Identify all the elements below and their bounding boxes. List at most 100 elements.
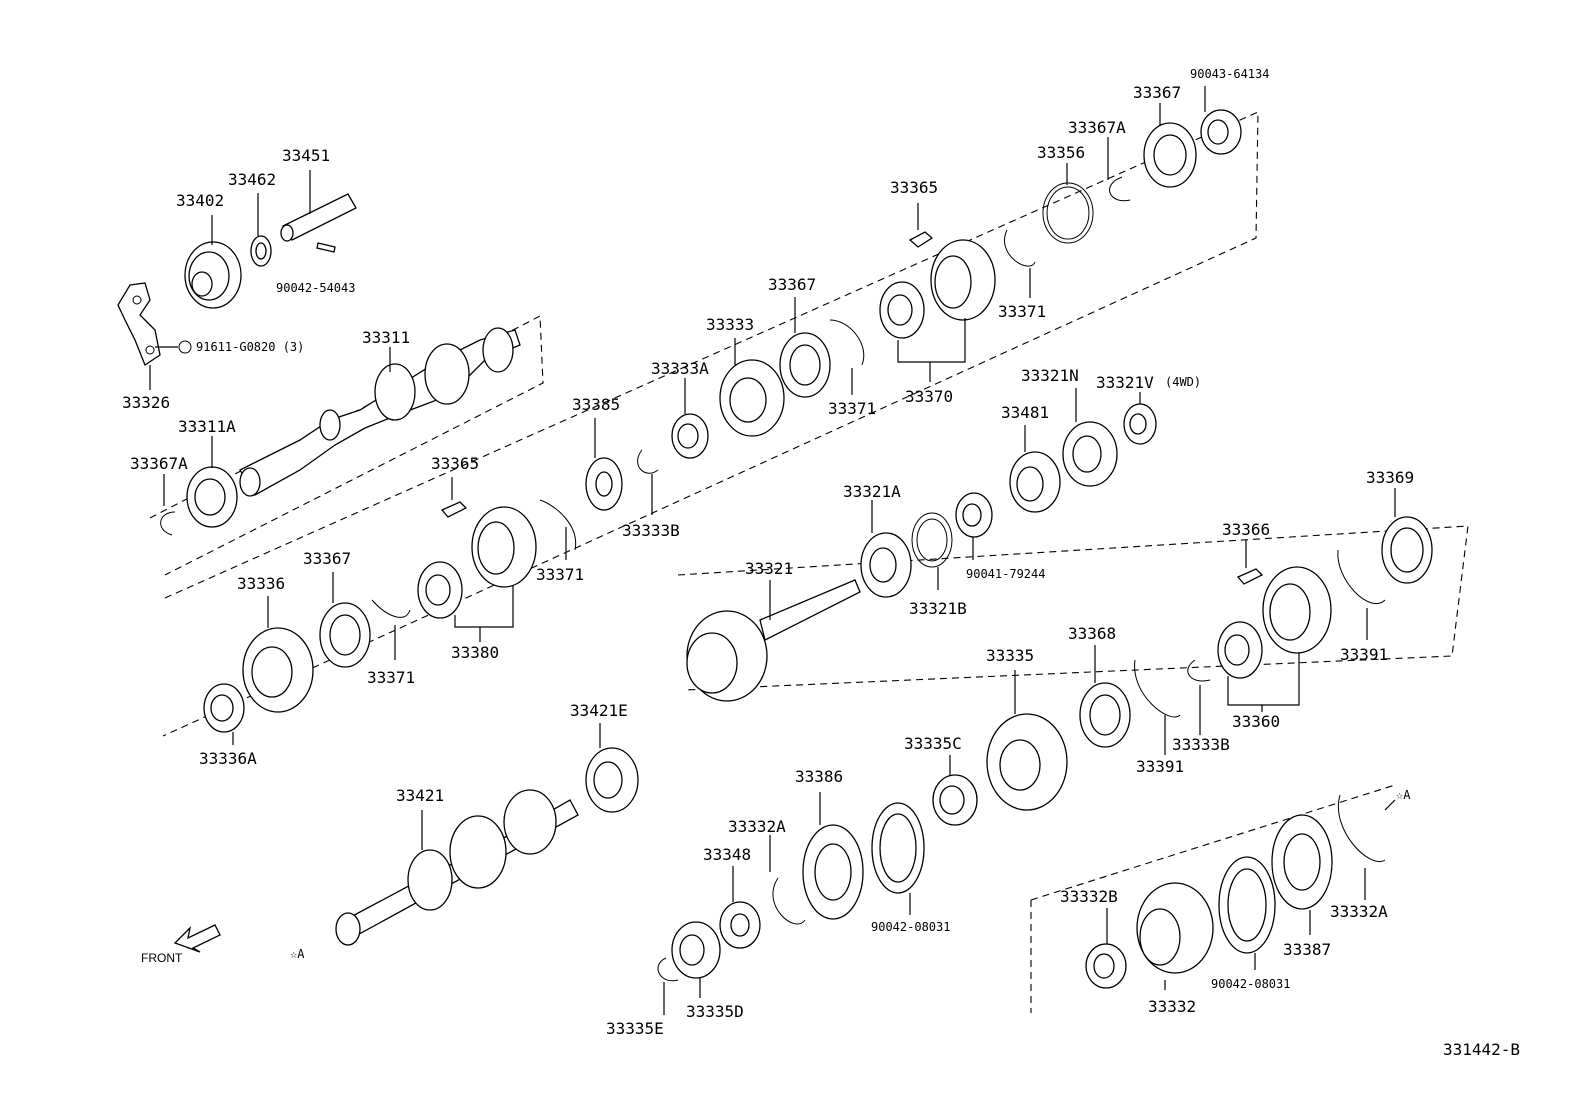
- label-33365-top: 33365: [890, 178, 938, 197]
- label-33333: 33333: [706, 315, 754, 334]
- label-33335: 33335: [986, 646, 1034, 665]
- label-33311A: 33311A: [178, 417, 236, 436]
- key-33365-top: [908, 231, 934, 248]
- label-33333B-mid: 33333B: [622, 521, 680, 540]
- snap-ring-33332A-mid: [772, 877, 806, 925]
- snap-ring-33332A-right: [1337, 794, 1386, 863]
- label-33367-mid: 33367: [768, 275, 816, 294]
- snap-ring-33391-right: [1337, 549, 1386, 605]
- snap-ring-33371-row2b: [371, 599, 411, 618]
- key-33366: [1236, 568, 1264, 585]
- synchro-ring-33367-top: [1143, 122, 1197, 188]
- label-33367-top: 33367: [1133, 83, 1181, 102]
- label-33335C: 33335C: [904, 734, 962, 753]
- snap-ring-33356: [1042, 182, 1094, 244]
- snap-ring-33371-mid: [829, 319, 865, 366]
- input-shaft-33311: [239, 327, 521, 497]
- label-90043-64134: 90043-64134: [1190, 67, 1269, 81]
- label-33380: 33380: [451, 643, 499, 662]
- label-33367A-left: 33367A: [130, 454, 188, 473]
- hub-sleeve-33360: [1217, 566, 1332, 679]
- label-33421: 33421: [396, 786, 444, 805]
- label-91611-g0820: 91611-G0820 (3): [196, 340, 304, 354]
- label-33369: 33369: [1366, 468, 1414, 487]
- shaft-33451: [280, 193, 357, 242]
- label-33451: 33451: [282, 146, 330, 165]
- label-33371-mid: 33371: [828, 399, 876, 418]
- group-outline-output-mid: [677, 525, 1469, 691]
- hub-sleeve-33380: [417, 506, 537, 619]
- label-star-a-left: ☆A: [290, 947, 305, 961]
- bearing-33421E: [585, 747, 639, 813]
- snap-ring-33367A-top: [1109, 176, 1131, 202]
- nut-90041-79244: [955, 492, 993, 538]
- label-33365-mid: 33365: [431, 454, 479, 473]
- label-33321V: 33321V: [1096, 373, 1154, 392]
- label-90042-54043: 90042-54043: [276, 281, 355, 295]
- gear-33333: [719, 359, 785, 437]
- needle-bearing-33321V: [1123, 403, 1157, 445]
- synchro-ring-33369: [1381, 516, 1433, 584]
- snap-ring-33333B-mid: [637, 449, 659, 474]
- thrust-washer-90042-08031-right: [1218, 856, 1276, 954]
- label-33321A: 33321A: [843, 482, 901, 501]
- needle-bearing-33332B: [1085, 943, 1127, 989]
- label-33386: 33386: [795, 767, 843, 786]
- label-33391-right: 33391: [1340, 645, 1388, 664]
- needle-bearing-33336A: [203, 683, 245, 733]
- label-33335E: 33335E: [606, 1019, 664, 1038]
- label-33371-row2: 33371: [536, 565, 584, 584]
- label-33321B: 33321B: [909, 599, 967, 618]
- bearing-90043-64134: [1200, 109, 1242, 155]
- label-33462: 33462: [228, 170, 276, 189]
- snap-ring-33321B: [911, 512, 953, 568]
- label-33402: 33402: [176, 191, 224, 210]
- gear-33402: [184, 241, 242, 309]
- collar-33348: [719, 901, 761, 949]
- label-33311: 33311: [362, 328, 410, 347]
- label-33481: 33481: [1001, 403, 1049, 422]
- snap-ring-33333B-right: [1187, 659, 1211, 682]
- label-33332A-right: 33332A: [1330, 902, 1388, 921]
- label-4wd: (4WD): [1165, 375, 1201, 389]
- synchro-ring-33368: [1079, 682, 1131, 748]
- label-33367-row2: 33367: [303, 549, 351, 568]
- gear-33335: [986, 713, 1068, 811]
- label-33332: 33332: [1148, 997, 1196, 1016]
- label-star-a-right: ☆A: [1396, 788, 1411, 802]
- gear-33387: [1271, 814, 1333, 910]
- gear-33336: [242, 627, 314, 713]
- label-33367A-top: 33367A: [1068, 118, 1126, 137]
- bearing-33311A: [186, 466, 238, 528]
- label-33360: 33360: [1232, 712, 1280, 731]
- bolt-b-icon: [178, 340, 192, 354]
- label-33326: 33326: [122, 393, 170, 412]
- snap-ring-33367A-left: [160, 511, 176, 536]
- label-33332A-mid: 33332A: [728, 817, 786, 836]
- label-90042-08031-right: 90042-08031: [1211, 977, 1290, 991]
- label-33348: 33348: [703, 845, 751, 864]
- thrust-washer-90042-08031-mid: [871, 802, 925, 894]
- label-33366: 33366: [1222, 520, 1270, 539]
- label-33333B-right: 33333B: [1172, 735, 1230, 754]
- needle-bearing-33335C: [932, 774, 978, 826]
- gear-33481: [1009, 451, 1061, 513]
- snap-ring-33391-mid: [1134, 659, 1181, 718]
- synchro-ring-33367-mid: [779, 332, 831, 398]
- gear-33386: [802, 824, 864, 920]
- label-33321: 33321: [745, 559, 793, 578]
- label-90042-08031-mid: 90042-08031: [871, 920, 950, 934]
- snap-ring-33335E: [657, 957, 679, 982]
- needle-bearing-33333A: [671, 413, 709, 459]
- group-outline-reverse: [1030, 784, 1396, 901]
- label-33371-row2b: 33371: [367, 668, 415, 687]
- label-33370: 33370: [905, 387, 953, 406]
- label-33336: 33336: [237, 574, 285, 593]
- label-33321N: 33321N: [1021, 366, 1079, 385]
- label-33385: 33385: [572, 395, 620, 414]
- main-drive-gear-33321: [686, 579, 861, 702]
- label-33356: 33356: [1037, 143, 1085, 162]
- label-33368: 33368: [1068, 624, 1116, 643]
- label-33387: 33387: [1283, 940, 1331, 959]
- label-33421E: 33421E: [570, 701, 628, 720]
